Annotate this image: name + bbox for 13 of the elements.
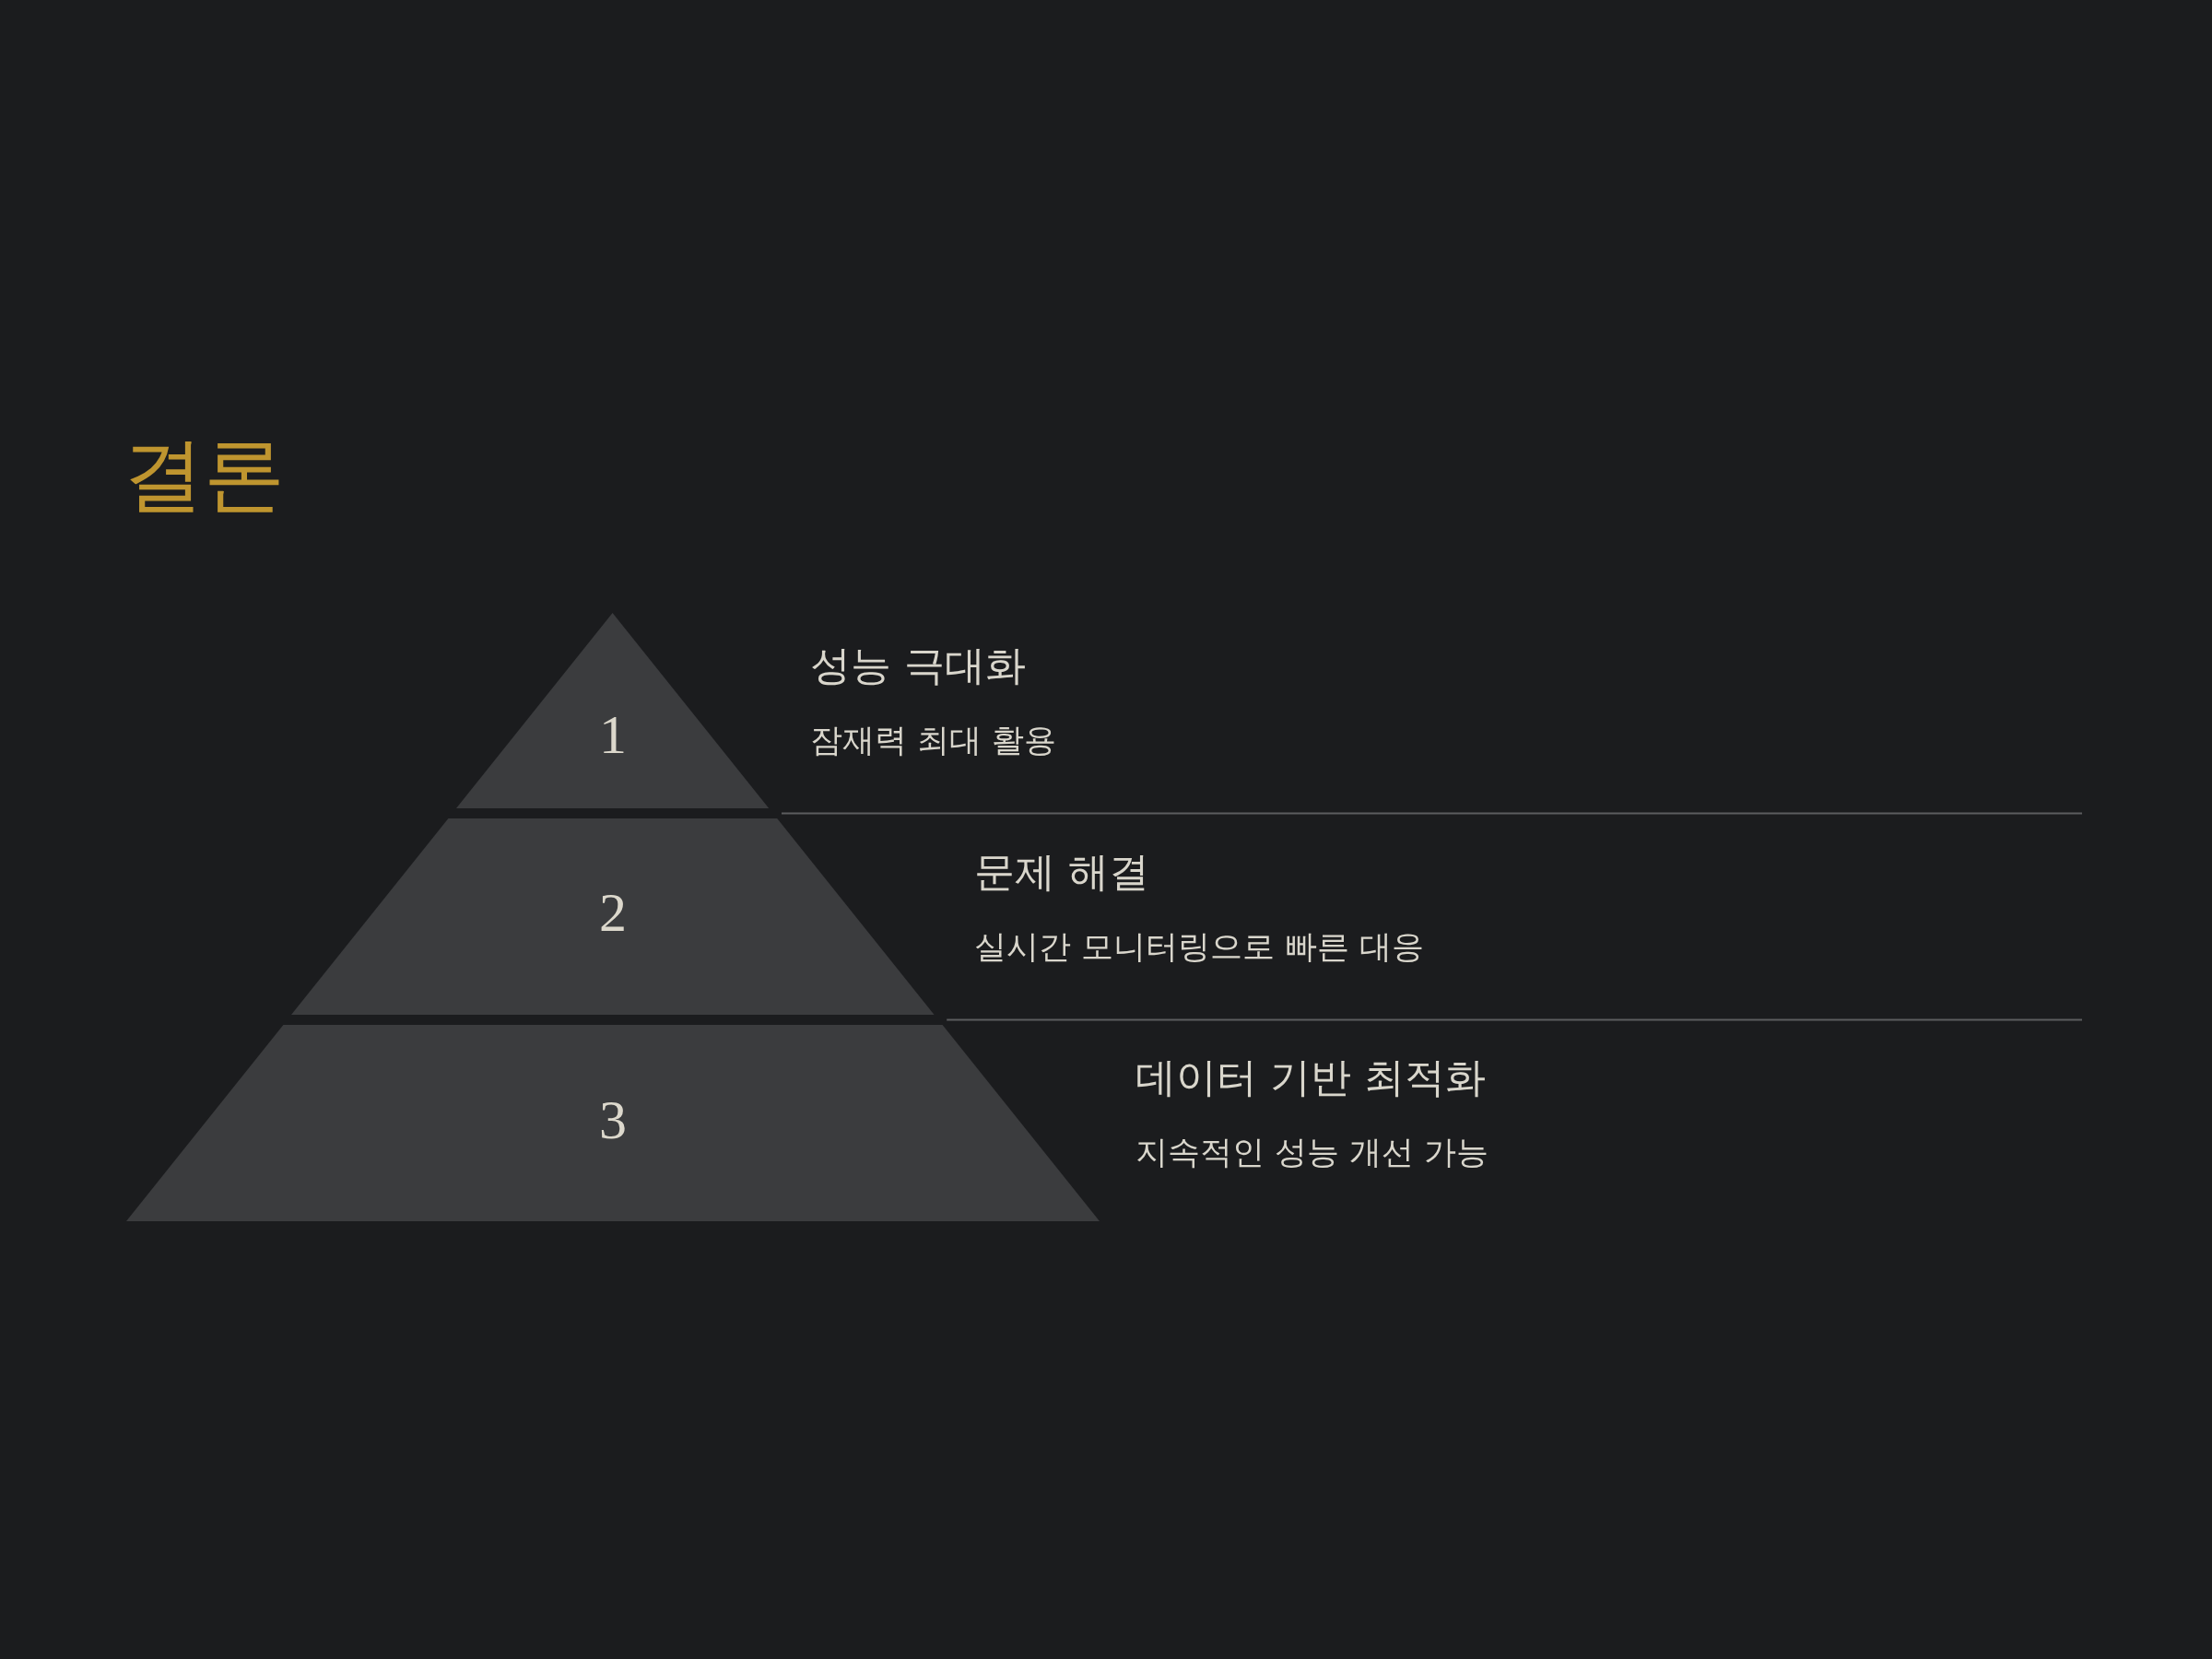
tier-description: 실시간 모니터링으로 빠른 대응	[974, 927, 1425, 966]
tier-heading: 문제 해결	[974, 848, 1149, 897]
tier-number: 1	[599, 707, 627, 762]
pyramid-tier	[456, 613, 770, 808]
tier-number: 2	[599, 885, 627, 940]
tier-number: 3	[599, 1092, 627, 1147]
slide-title: 결론	[123, 426, 285, 524]
tier-heading: 성능 극대화	[810, 641, 1026, 690]
tier-description: 지속적인 성능 개선 가능	[1135, 1133, 1489, 1171]
pyramid-tier	[126, 1025, 1100, 1221]
tier-heading: 데이터 기반 최적화	[1135, 1053, 1486, 1102]
tier-description: 잠재력 최대 활용	[810, 721, 1057, 759]
pyramid-tier	[291, 818, 935, 1015]
